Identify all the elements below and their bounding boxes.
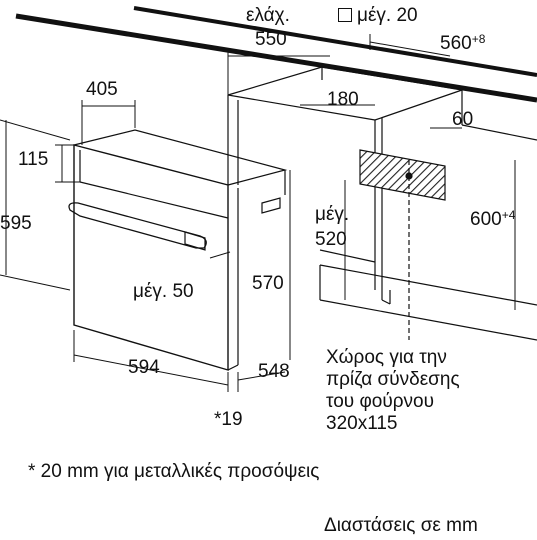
socket-area-hatch bbox=[359, 149, 446, 340]
label-dim-115: 115 bbox=[18, 149, 49, 170]
label-min-thickness: ελάχ. bbox=[246, 5, 290, 26]
label-dim-560-tolerance: +8 bbox=[471, 32, 486, 46]
label-max: μέγ. bbox=[315, 204, 350, 225]
units-note: Διαστάσεις σε mm bbox=[324, 515, 478, 536]
label-max-20-text: μέγ. 20 bbox=[357, 5, 418, 26]
label-dim-560: 560+8 bbox=[440, 32, 486, 54]
footnote-metal-fronts: * 20 mm για μεταλλικές προσόψεις bbox=[28, 461, 320, 482]
label-dim-594: 594 bbox=[128, 357, 160, 378]
label-dim-600-value: 600 bbox=[470, 209, 502, 230]
label-dim-550: 550 bbox=[255, 29, 287, 50]
label-dim-180: 180 bbox=[327, 89, 359, 110]
socket-area-line-2: πρίζα σύνδεσης bbox=[326, 369, 460, 390]
label-dim-560-value: 560 bbox=[440, 33, 472, 54]
socket-area-line-1: Χώρος για την bbox=[326, 347, 447, 368]
socket-area-description: Χώρος για την πρίζα σύνδεσης του φούρνου… bbox=[326, 347, 460, 435]
label-dim-548: 548 bbox=[258, 361, 290, 382]
label-dim-600-tolerance: +4 bbox=[501, 208, 516, 222]
cabinet-outline bbox=[15, 6, 537, 341]
socket-area-line-4: 320x115 bbox=[326, 413, 398, 434]
checkbox-icon bbox=[338, 8, 352, 22]
dimension-lines bbox=[0, 34, 516, 392]
socket-area-line-3: του φούρνου bbox=[326, 391, 435, 412]
label-dim-570: 570 bbox=[252, 273, 284, 294]
label-dim-60: 60 bbox=[452, 109, 474, 130]
label-dim-405: 405 bbox=[86, 79, 118, 100]
oven-body bbox=[68, 129, 288, 371]
label-max-50: μέγ. 50 bbox=[133, 281, 194, 302]
label-dim-520: 520 bbox=[315, 229, 347, 250]
label-dim-19: *19 bbox=[214, 409, 243, 430]
label-dim-600: 600+4 bbox=[470, 208, 516, 230]
label-dim-595: 595 bbox=[0, 213, 32, 234]
label-max-20: μέγ. 20 bbox=[338, 6, 418, 25]
